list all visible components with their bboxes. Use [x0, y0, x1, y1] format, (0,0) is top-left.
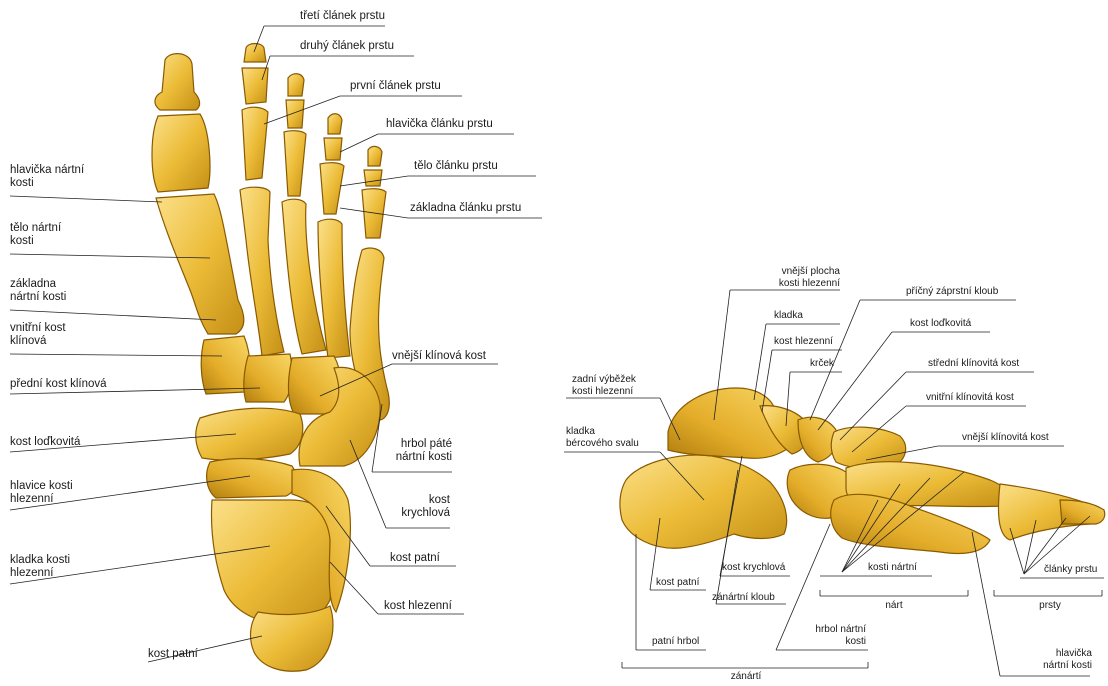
label-tarsal-joint: zánártní kloub	[712, 592, 775, 604]
label-talus-right: kost hlezenní	[384, 600, 452, 613]
label-fifth-tuberosity-line1: hrbol páté	[372, 438, 452, 451]
dorsal-foot-view	[152, 44, 389, 672]
label-phalanx-base: základna článku prstu	[410, 202, 521, 215]
label-posterior-process: zadní výběžek kosti hlezenní	[572, 374, 636, 397]
navicular	[196, 408, 303, 460]
lateral-cuneiform	[289, 356, 341, 414]
calcaneus	[251, 606, 333, 671]
talus-head	[207, 459, 297, 498]
label-cuboid-line1: kost	[380, 494, 450, 507]
toe-tips-side	[1060, 500, 1105, 524]
label-metatarsal-body-line2: kosti	[10, 235, 61, 248]
intermediate-cuneiform	[244, 354, 292, 402]
label-metatarsal-base: základna nártní kosti	[10, 278, 66, 304]
label-metatarsal-head-side-line2: nártní kosti	[1016, 660, 1092, 672]
second-toe-bones	[240, 44, 284, 357]
label-metatarsal-head-line1: hlavička nártní	[10, 164, 84, 177]
label-talus-neck: krček	[810, 358, 834, 370]
label-talus-trochlea: kladka kosti hlezenní	[10, 554, 70, 580]
label-talus-head-line1: hlavice kosti	[10, 480, 73, 493]
label-toes-bracket: prsty	[1024, 600, 1076, 612]
label-metatarsal-tuberosity-line1: hrbol nártní	[790, 624, 866, 636]
label-medial-cuneiform: vnitřní kost klínová	[10, 322, 66, 348]
label-lateral-cuneiform-side: vnější klínovitá kost	[962, 432, 1049, 444]
label-talus-side: kost hlezenní	[774, 336, 833, 348]
label-lateral-cuneiform: vnější klínová kost	[392, 350, 486, 363]
label-second-phalanx: druhý článek prstu	[300, 40, 394, 53]
label-navicular: kost loďkovitá	[10, 436, 80, 449]
label-tarsus-bracket: zánártí	[716, 671, 776, 683]
label-metatarsal-body-line1: tělo nártní	[10, 222, 61, 235]
label-intermediate-cuneiform-side: střední klínovitá kost	[928, 358, 1019, 370]
label-talus-trochlea-line1: kladka kosti	[10, 554, 70, 567]
talus-trochlea	[212, 500, 337, 625]
label-peroneal-trochlea-line2: bércového svalu	[566, 438, 639, 450]
label-calcaneus-side: kost patní	[656, 577, 699, 589]
label-cuboid-side: kost krychlová	[722, 562, 785, 574]
label-medial-cuneiform-line1: vnitřní kost	[10, 322, 66, 335]
label-fifth-tuberosity: hrbol páté nártní kosti	[372, 438, 452, 464]
label-intermediate-cuneiform: přední kost klínová	[10, 378, 107, 391]
label-third-phalanx: třetí článek prstu	[300, 10, 385, 23]
big-toe-bones	[152, 54, 244, 334]
medial-cuneiform	[201, 336, 250, 394]
label-metatarsus-bracket: nárt	[868, 600, 920, 612]
label-talus-head-line2: hlezenní	[10, 493, 73, 506]
label-metatarsals: kosti nártní	[868, 562, 917, 574]
label-fifth-tuberosity-line2: nártní kosti	[372, 451, 452, 464]
label-peroneal-trochlea-line1: kladka	[566, 426, 639, 438]
label-posterior-process-line2: kosti hlezenní	[572, 386, 636, 398]
label-metatarsal-body: tělo nártní kosti	[10, 222, 61, 248]
label-talus-lateral-surface-line1: vnější plocha	[762, 266, 840, 278]
third-toe-bones	[282, 74, 326, 354]
label-first-phalanx: první článek prstu	[350, 80, 441, 93]
label-metatarsal-head-side: hlavička nártní kosti	[1016, 648, 1092, 671]
label-talus-lateral-surface-line2: kosti hlezenní	[762, 278, 840, 290]
label-peroneal-trochlea: kladka bércového svalu	[566, 426, 639, 449]
label-metatarsal-base-line2: nártní kosti	[10, 291, 66, 304]
label-calcaneus-bottom: kost patní	[148, 648, 198, 661]
label-trochlea: kladka	[774, 310, 803, 322]
label-metatarsal-tuberosity-line2: kosti	[790, 636, 866, 648]
calcaneus-side	[620, 455, 787, 548]
label-medial-cuneiform-side: vnitřní klínovitá kost	[926, 392, 1014, 404]
label-transverse-tarsal-joint: příčný záprstní kloub	[906, 286, 998, 298]
label-medial-cuneiform-line2: klínová	[10, 335, 66, 348]
lateral-foot-view	[620, 388, 1105, 554]
label-phalanx-body: tělo článku prstu	[414, 160, 498, 173]
label-phalanges: články prstu	[1044, 564, 1097, 576]
label-metatarsal-head-line2: kosti	[10, 177, 84, 190]
fourth-toe-bones	[318, 114, 350, 358]
label-navicular-side: kost loďkovitá	[910, 318, 971, 330]
label-talus-lateral-surface: vnější plocha kosti hlezenní	[762, 266, 840, 289]
label-calcaneal-tuberosity: patní hrbol	[652, 636, 699, 648]
label-calcaneus-right: kost patní	[390, 552, 440, 565]
label-talus-head: hlavice kosti hlezenní	[10, 480, 73, 506]
label-posterior-process-line1: zadní výběžek	[572, 374, 636, 386]
label-metatarsal-base-line1: základna	[10, 278, 66, 291]
label-cuboid-line2: krychlová	[380, 507, 450, 520]
label-talus-trochlea-line2: hlezenní	[10, 567, 70, 580]
label-metatarsal-tuberosity: hrbol nártní kosti	[790, 624, 866, 647]
label-metatarsal-head-side-line1: hlavička	[1016, 648, 1092, 660]
label-cuboid: kost krychlová	[380, 494, 450, 520]
label-metatarsal-head: hlavička nártní kosti	[10, 164, 84, 190]
label-phalanx-head: hlavička článku prstu	[386, 118, 493, 131]
